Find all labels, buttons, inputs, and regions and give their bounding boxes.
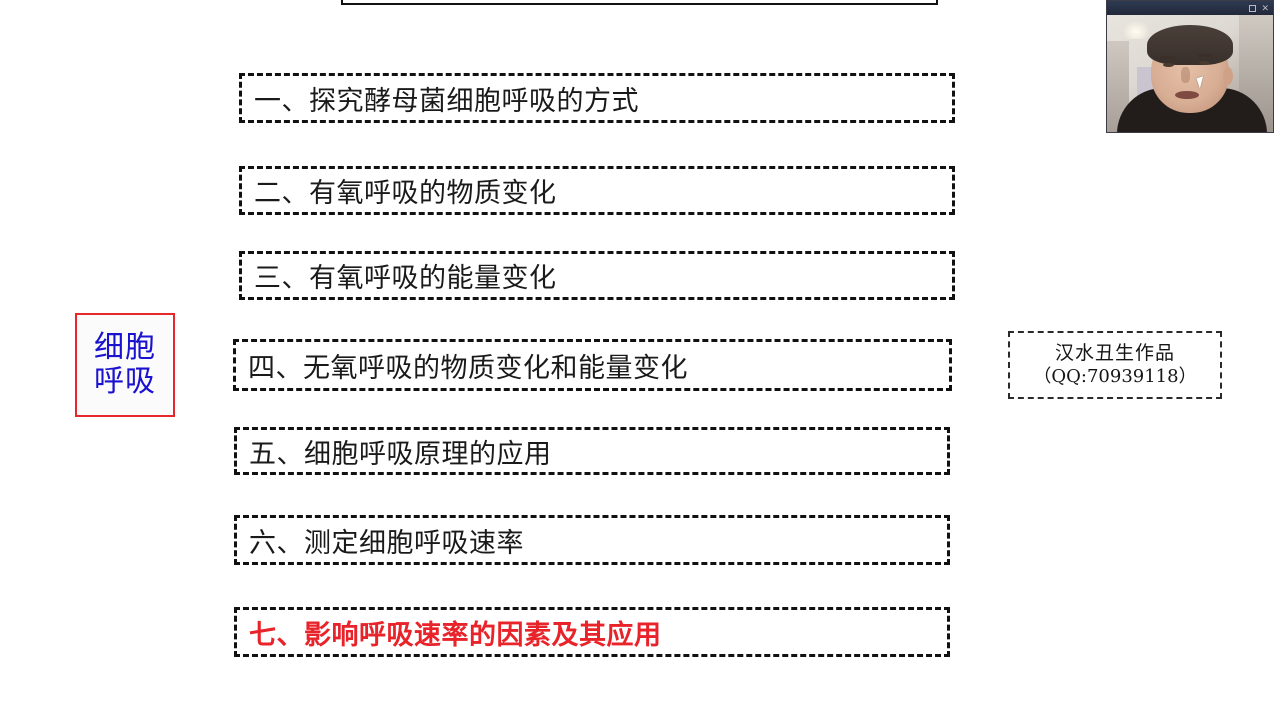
cell-respiration-label-box: 细胞 呼吸 bbox=[75, 313, 175, 417]
outline-item-2-label: 二、有氧呼吸的物质变化 bbox=[254, 178, 557, 209]
outline-item-1[interactable]: 一、探究酵母菌细胞呼吸的方式 bbox=[239, 73, 955, 123]
outline-item-5-label: 五、细胞呼吸原理的应用 bbox=[249, 438, 552, 470]
video-person-brow-left bbox=[1161, 56, 1175, 59]
video-person-nose bbox=[1181, 67, 1190, 83]
video-person-mouth bbox=[1175, 91, 1199, 99]
outline-item-4-label: 四、无氧呼吸的物质变化和能量变化 bbox=[248, 352, 688, 384]
watermark-qq: （QQ:70939118） bbox=[1033, 365, 1197, 387]
video-ceiling-lamp bbox=[1123, 21, 1149, 39]
cell-respiration-label-line2: 呼吸 bbox=[94, 364, 156, 399]
outline-item-1-label: 一、探究酵母菌细胞呼吸的方式 bbox=[254, 85, 639, 117]
webcam-titlebar[interactable]: ✕ bbox=[1107, 1, 1273, 15]
watermark-author: 汉水丑生作品 bbox=[1054, 341, 1175, 364]
outline-item-6-label: 六、测定细胞呼吸速率 bbox=[249, 527, 524, 559]
outline-item-6[interactable]: 六、测定细胞呼吸速率 bbox=[234, 515, 950, 565]
outline-item-2[interactable]: 二、有氧呼吸的物质变化 bbox=[239, 166, 955, 215]
outline-item-7-label: 七、影响呼吸速率的因素及其应用 bbox=[249, 619, 662, 651]
watermark-box: 汉水丑生作品 （QQ:70939118） bbox=[1008, 331, 1222, 399]
video-person-eye-left bbox=[1163, 63, 1174, 67]
video-person-eye-right bbox=[1199, 61, 1210, 65]
webcam-video-feed[interactable] bbox=[1107, 15, 1273, 132]
outline-item-3-label: 三、有氧呼吸的能量变化 bbox=[254, 263, 557, 294]
outline-item-4[interactable]: 四、无氧呼吸的物质变化和能量变化 bbox=[233, 339, 952, 391]
webcam-window-controls: ✕ bbox=[1249, 2, 1271, 13]
video-person-ear bbox=[1223, 67, 1233, 85]
close-icon[interactable]: ✕ bbox=[1261, 2, 1269, 13]
video-person-hair bbox=[1147, 25, 1233, 65]
webcam-window[interactable]: ✕ bbox=[1106, 0, 1274, 133]
maximize-icon[interactable] bbox=[1249, 4, 1257, 12]
cell-respiration-label-line1: 细胞 bbox=[94, 330, 156, 366]
video-person-brow-right bbox=[1198, 54, 1212, 57]
outline-item-7[interactable]: 七、影响呼吸速率的因素及其应用 bbox=[234, 607, 950, 657]
outline-item-3[interactable]: 三、有氧呼吸的能量变化 bbox=[239, 251, 955, 300]
outline-item-5[interactable]: 五、细胞呼吸原理的应用 bbox=[234, 427, 950, 475]
title-box-partial bbox=[341, 0, 938, 5]
